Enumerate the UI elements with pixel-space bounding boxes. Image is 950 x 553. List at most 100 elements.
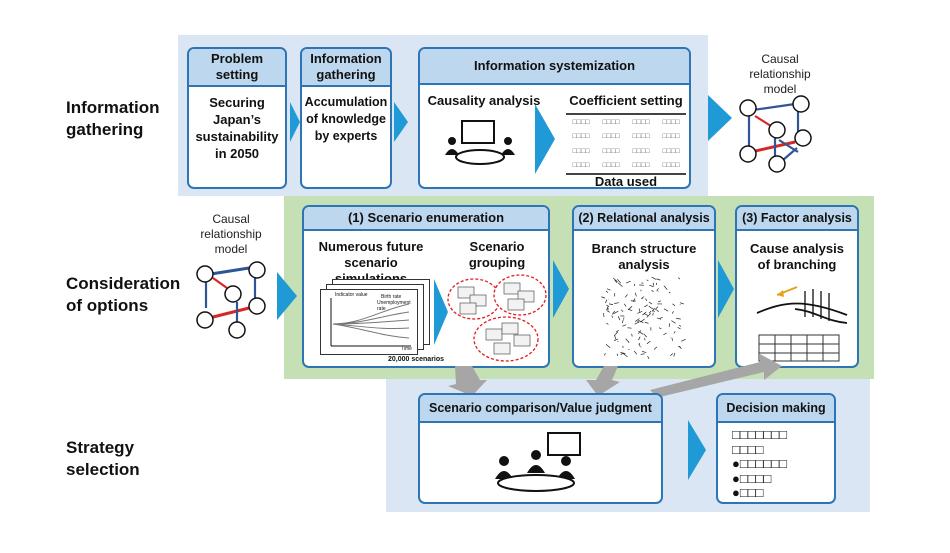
branch-segment — [646, 340, 651, 345]
data-table-cell: □□□□ — [572, 147, 590, 155]
arrow-problem-to-gathering — [290, 102, 300, 142]
branch-segment — [677, 277, 681, 280]
branch-segment — [640, 318, 645, 323]
arrow-systemization-to-causal-model — [708, 95, 732, 141]
data-table-cell: □□□□ — [632, 133, 650, 141]
arrow-enumeration-to-relational — [553, 260, 569, 318]
branch-segment — [637, 319, 640, 323]
branch-segment — [644, 313, 649, 316]
branch-segment — [668, 291, 671, 294]
branch-segment — [663, 332, 667, 336]
branch-segment — [655, 309, 659, 313]
data-table-cell: □□□□ — [662, 133, 680, 141]
branch-segment — [613, 331, 618, 337]
branch-segment — [617, 282, 623, 287]
decision-line: □□□□ — [732, 441, 764, 457]
arrow-causal-model-to-enumeration — [277, 272, 297, 320]
chart-label-unemployment: Unemployment rate — [377, 300, 411, 312]
decision-making-header: Decision making — [718, 395, 834, 423]
branch-segment — [652, 307, 655, 312]
branching-curve-graphic — [756, 286, 848, 362]
branch-segment — [644, 322, 649, 324]
decision-making-box: Decision making □□□□□□□ □□□□ ●□□□□□□ ●□□… — [716, 393, 836, 504]
branch-segment — [608, 303, 614, 305]
data-used-label: Data used — [594, 174, 658, 189]
branch-segment — [648, 310, 652, 314]
data-table-cell: □□□□ — [662, 147, 680, 155]
branch-segment — [676, 317, 681, 320]
data-table-cell: □□□□ — [602, 133, 620, 141]
branch-segment — [617, 340, 619, 343]
branch-segment — [651, 276, 657, 280]
branch-segment — [638, 336, 641, 341]
branch-segment — [615, 330, 619, 333]
branch-segment — [646, 279, 649, 282]
information-systemization-header: Information systemization — [420, 49, 689, 85]
branch-segment — [652, 282, 655, 286]
discussion-meeting-icon — [495, 432, 581, 492]
arrow-causality-to-coefficient — [535, 104, 555, 174]
branch-segment — [614, 335, 616, 340]
branch-segment — [670, 353, 674, 357]
scenario-comparison-box: Scenario comparison/Value judgment — [418, 393, 663, 504]
branch-segment — [656, 317, 662, 320]
branch-segment — [654, 306, 659, 311]
branch-segment — [605, 344, 611, 348]
branch-segment — [620, 309, 624, 312]
branch-segment — [605, 299, 608, 304]
data-table-cell: □□□□ — [662, 162, 680, 170]
branch-segment — [671, 320, 676, 324]
branch-segment — [617, 279, 622, 284]
branch-segment — [613, 277, 618, 283]
data-table-grid: □□□□ □□□□ □□□□ □□□□ □□□□ □□□□ □□□□ □□□□ □□□□ □□□□… — [566, 115, 686, 173]
data-table-cell: □□□□ — [632, 162, 650, 170]
branch-segment — [634, 292, 637, 297]
branch-segment — [681, 338, 686, 342]
branch-segment — [606, 322, 609, 325]
simulation-charts-stack: Indicator value Birth rate Unemployment … — [318, 279, 430, 359]
data-table-cell: □□□□ — [602, 162, 620, 170]
data-table-cell: □□□□ — [662, 118, 680, 126]
branch-segment — [617, 316, 621, 321]
scenario-enumeration-header: (1) Scenario enumeration — [304, 207, 548, 231]
branch-segment — [634, 321, 640, 325]
branch-segment — [658, 327, 662, 330]
branch-segment — [671, 337, 673, 341]
chart-label-birth-rate: Birth rate — [381, 294, 402, 300]
information-gathering-body: Accumulation of knowledge by experts — [304, 95, 388, 143]
branch-segment — [613, 338, 619, 342]
branch-segment — [642, 351, 647, 353]
branch-segment — [644, 338, 646, 341]
branch-segment — [656, 278, 661, 281]
scenario-comparison-header: Scenario comparison/Value judgment — [420, 395, 661, 423]
branch-segment — [678, 345, 682, 349]
decision-line: ●□□□ — [732, 485, 764, 500]
meeting-icon — [445, 120, 515, 165]
branch-segment — [673, 352, 676, 357]
decision-line: ●□□□□ — [732, 470, 772, 486]
chart-label-time: Time — [401, 346, 412, 352]
branch-segment — [679, 302, 684, 305]
branch-segment — [625, 280, 631, 284]
arrow-relational-to-factor — [718, 260, 734, 318]
branch-segment — [649, 284, 654, 288]
arrow-simulations-to-grouping — [434, 279, 448, 345]
decision-list: □□□□□□□ □□□□ ●□□□□□□ ●□□□□ ●□□□ — [732, 427, 787, 501]
branch-segment — [624, 303, 627, 307]
branch-segment — [663, 308, 669, 312]
branch-segment — [604, 353, 606, 356]
branch-segment — [647, 356, 650, 360]
causal-model-left-diagram — [196, 261, 266, 339]
simulation-lines — [330, 298, 411, 347]
branch-segment — [606, 304, 610, 308]
branch-segment — [638, 330, 642, 334]
factor-analysis-header: (3) Factor analysis — [737, 207, 857, 231]
branch-segment — [663, 285, 668, 290]
branch-segment — [673, 331, 676, 334]
data-table-cell: □□□□ — [572, 118, 590, 126]
